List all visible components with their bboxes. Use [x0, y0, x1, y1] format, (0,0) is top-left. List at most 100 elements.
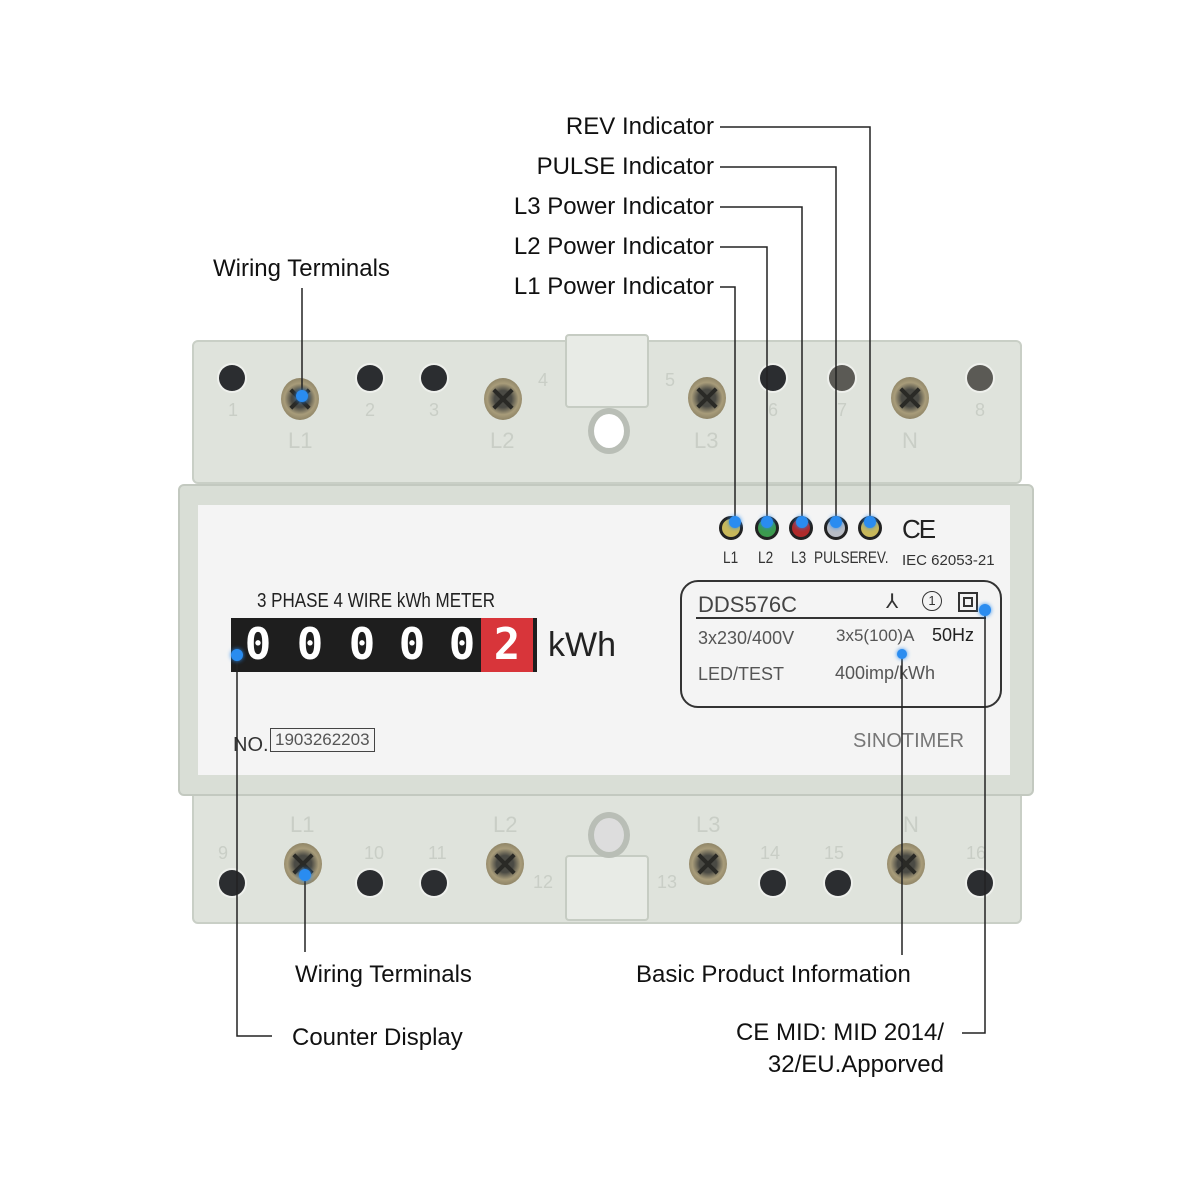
l3-indicator-callout: L3 Power Indicator [513, 193, 714, 220]
ce-mid-leader [962, 610, 986, 1034]
marker-dot [796, 516, 808, 528]
top-mount-hole [588, 408, 630, 454]
marker-dot [296, 390, 308, 402]
led-label: PULSE [814, 548, 859, 567]
terminal-hole [967, 870, 993, 896]
led-label: REV. [858, 548, 889, 567]
phase-label: L1 [290, 812, 315, 837]
standard-label: IEC 62053-21 [902, 552, 995, 569]
terminal-hole [760, 870, 786, 896]
terminal-screw [689, 843, 727, 885]
product-info-box [680, 580, 1002, 708]
ce-mid-callout-line2: 32/EU.Apporved [767, 1051, 944, 1078]
l2-indicator-callout: L2 Power Indicator [513, 233, 714, 260]
counter-digit: 0 [398, 619, 426, 670]
terminal-screw [688, 377, 726, 419]
terminal-screw [891, 377, 929, 419]
terminal-number: 4 [538, 370, 549, 390]
l3-leader [720, 206, 803, 522]
terminal-screw [486, 843, 524, 885]
led-label: L1 [723, 548, 739, 567]
wiring-terminals-bottom-callout: Wiring Terminals [295, 961, 472, 988]
marker-dot [729, 516, 741, 528]
counter-digit: 0 [348, 619, 376, 670]
model-underline [696, 617, 986, 619]
counter-digit-decimal: 2 [481, 618, 533, 672]
top-din-clip [565, 334, 649, 408]
terminal-number: 15 [824, 843, 845, 863]
terminal-hole [967, 365, 993, 391]
terminal-number: 11 [428, 843, 447, 863]
model-name: DDS576C [698, 592, 798, 617]
terminal-number: 10 [364, 843, 385, 863]
counter-unit: kWh [548, 626, 616, 664]
marker-dot [864, 516, 876, 528]
marker-dot [299, 869, 311, 881]
phase-label: L2 [490, 428, 515, 453]
phase-label: L1 [288, 428, 313, 453]
marker-dot [830, 516, 842, 528]
terminal-number: 5 [665, 370, 676, 390]
terminal-hole [421, 365, 447, 391]
terminal-hole [357, 365, 383, 391]
terminal-number: 13 [657, 872, 678, 892]
terminal-number: 8 [975, 400, 986, 420]
l2-leader [720, 246, 768, 522]
terminal-screw [887, 843, 925, 885]
led-label: L3 [791, 548, 807, 567]
accuracy-class-icon: 1 [922, 591, 942, 611]
terminal-hole [421, 870, 447, 896]
serial-label: NO. [233, 734, 269, 756]
marker-dot [979, 604, 991, 616]
terminal-number: 6 [768, 400, 779, 420]
marker-dot [231, 649, 243, 661]
ce-mid-callout-line1: CE MID: MID 2014/ [735, 1019, 944, 1046]
terminal-hole [219, 365, 245, 391]
marker-dot [897, 649, 907, 659]
frequency-rating: 50Hz [932, 625, 975, 645]
terminal-hole [825, 870, 851, 896]
phase-label: N [903, 812, 919, 837]
terminal-number: 9 [218, 843, 229, 863]
meter-constant: 400imp/kWh [835, 663, 936, 683]
counter-digit: 0 [296, 619, 324, 670]
bottom-mount-hole [588, 812, 630, 858]
brand-name: SINOTIMER [853, 730, 965, 752]
bottom-din-clip [565, 855, 649, 921]
rev-leader [720, 126, 871, 522]
star-connection-icon: ⅄ [886, 591, 899, 613]
terminal-hole [219, 870, 245, 896]
wiring-terminals-top-callout: Wiring Terminals [213, 255, 390, 282]
voltage-rating: 3x230/400V [698, 628, 795, 648]
l1-indicator-callout: L1 Power Indicator [513, 273, 714, 300]
phase-label: L3 [694, 428, 719, 453]
current-rating: 3x5(100)A [836, 626, 915, 645]
led-label: L2 [758, 548, 774, 567]
counter-leader [236, 655, 272, 1037]
serial-number: 1903262203 [270, 728, 375, 752]
phase-label: N [902, 428, 918, 453]
marker-dot [761, 516, 773, 528]
counter-display: 0 0 0 0 0 2 [231, 618, 537, 672]
ce-mark: CE [902, 514, 936, 544]
terminal-number: 1 [228, 400, 239, 420]
rev-indicator-callout: REV Indicator [565, 113, 714, 140]
terminal-number: 12 [533, 872, 554, 892]
terminal-number: 7 [837, 400, 848, 420]
counter-digit: 0 [244, 619, 272, 670]
terminal-hole [357, 870, 383, 896]
terminal-number: 16 [966, 843, 987, 863]
counter-display-callout: Counter Display [292, 1024, 463, 1051]
counter-digit: 0 [448, 619, 476, 670]
double-insulation-icon [958, 592, 978, 612]
terminal-number: 2 [365, 400, 376, 420]
terminal-hole [760, 365, 786, 391]
terminal-hole [829, 365, 855, 391]
terminal-number: 3 [429, 400, 440, 420]
led-test-label: LED/TEST [698, 664, 785, 684]
l1-leader [720, 286, 736, 522]
terminal-number: 14 [760, 843, 781, 863]
phase-label: L2 [493, 812, 518, 837]
